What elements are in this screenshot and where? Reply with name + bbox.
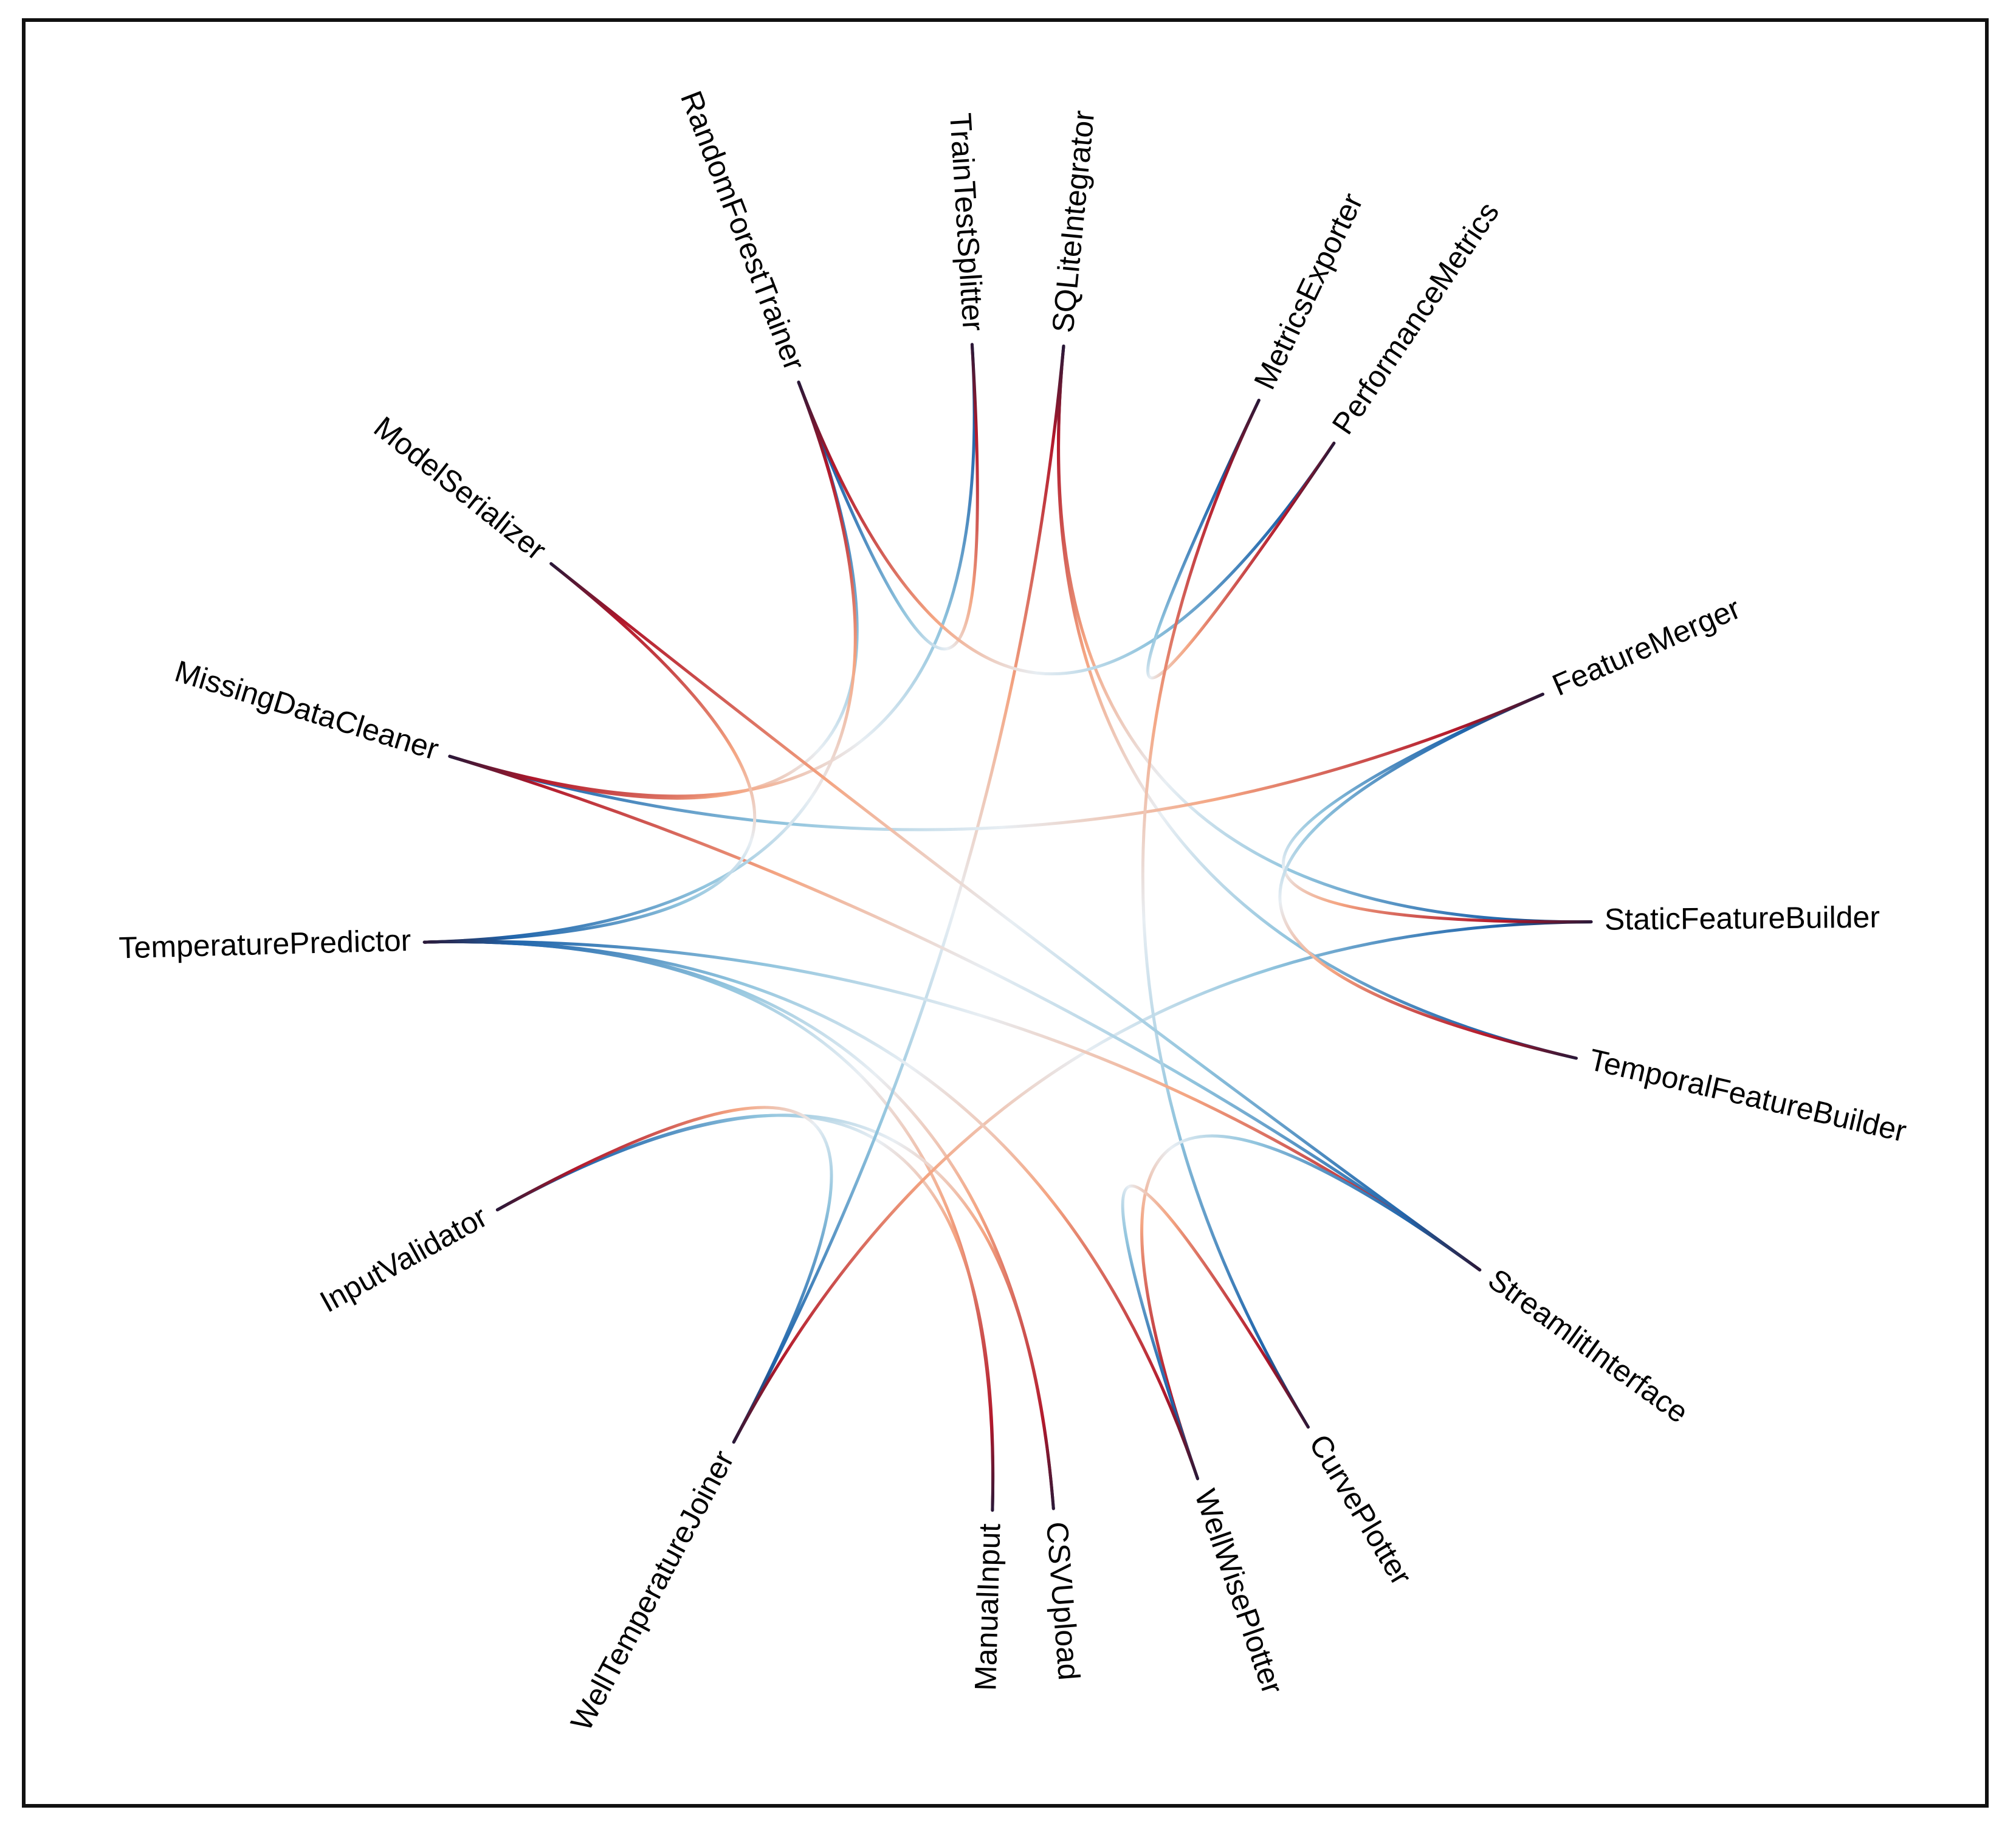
edge-n12-n11 bbox=[495, 1106, 833, 1444]
edge-n14-n16 bbox=[448, 380, 859, 800]
edge-n1-n7 bbox=[1141, 399, 1310, 1429]
edges-layer bbox=[422, 343, 1593, 1512]
edge-n4-n3 bbox=[1282, 692, 1593, 924]
node-label: ModelSerializer bbox=[368, 410, 553, 566]
edge-n8-n13 bbox=[422, 940, 1199, 1481]
edge-n15-n6 bbox=[549, 562, 1482, 1272]
node-label: WellTemperatureJoiner bbox=[564, 1445, 740, 1736]
node-label: RandomForestTrainer bbox=[674, 86, 812, 375]
edge-n7-n8 bbox=[1121, 1184, 1310, 1481]
node-label: MissingDataCleaner bbox=[171, 654, 442, 766]
edge-n0-n11 bbox=[732, 344, 1065, 1444]
edge-n9-n13 bbox=[422, 940, 1055, 1510]
edge-n17-n16 bbox=[797, 343, 979, 651]
edge-n6-n13 bbox=[422, 940, 1482, 1272]
node-label: StreamlitInterface bbox=[1482, 1262, 1694, 1430]
edge-n14-n17 bbox=[448, 343, 976, 798]
node-label: StaticFeatureBuilder bbox=[1605, 900, 1880, 937]
edge-n14-n6 bbox=[448, 754, 1482, 1272]
node-label: WellWisePlotter bbox=[1188, 1485, 1290, 1698]
node-label: CSVUpload bbox=[1040, 1521, 1086, 1682]
edge-n0-n5 bbox=[1056, 344, 1578, 1060]
edge-n5-n3 bbox=[1278, 692, 1578, 1060]
node-label: ManualInput bbox=[968, 1523, 1006, 1692]
node-label: SQLiteIntegrator bbox=[1045, 109, 1101, 334]
node-label: TemperaturePredictor bbox=[119, 923, 411, 965]
edge-n0-n4 bbox=[1057, 344, 1593, 924]
node-label: MetricsExporter bbox=[1247, 188, 1369, 394]
edge-n10-n13 bbox=[422, 940, 995, 1512]
edge-n3-n14 bbox=[448, 692, 1544, 831]
edge-n16-n13 bbox=[422, 380, 857, 944]
edge-n9-n12 bbox=[495, 1114, 1055, 1510]
diagram-frame bbox=[22, 18, 1989, 1808]
edge-n10-n12 bbox=[495, 1114, 995, 1512]
node-label: TrainTestSplitter bbox=[943, 112, 991, 332]
edge-n15-n13 bbox=[422, 562, 757, 944]
edge-n8-n6 bbox=[1140, 1134, 1482, 1481]
node-label: TemporalFeatureBuilder bbox=[1586, 1042, 1910, 1149]
edge-n16-n2 bbox=[797, 380, 1336, 676]
node-label: FeatureMerger bbox=[1547, 591, 1746, 702]
node-label: CurvePlotter bbox=[1302, 1428, 1419, 1591]
node-label: InputValidator bbox=[314, 1199, 493, 1319]
edge-n2-n1 bbox=[1146, 399, 1336, 680]
